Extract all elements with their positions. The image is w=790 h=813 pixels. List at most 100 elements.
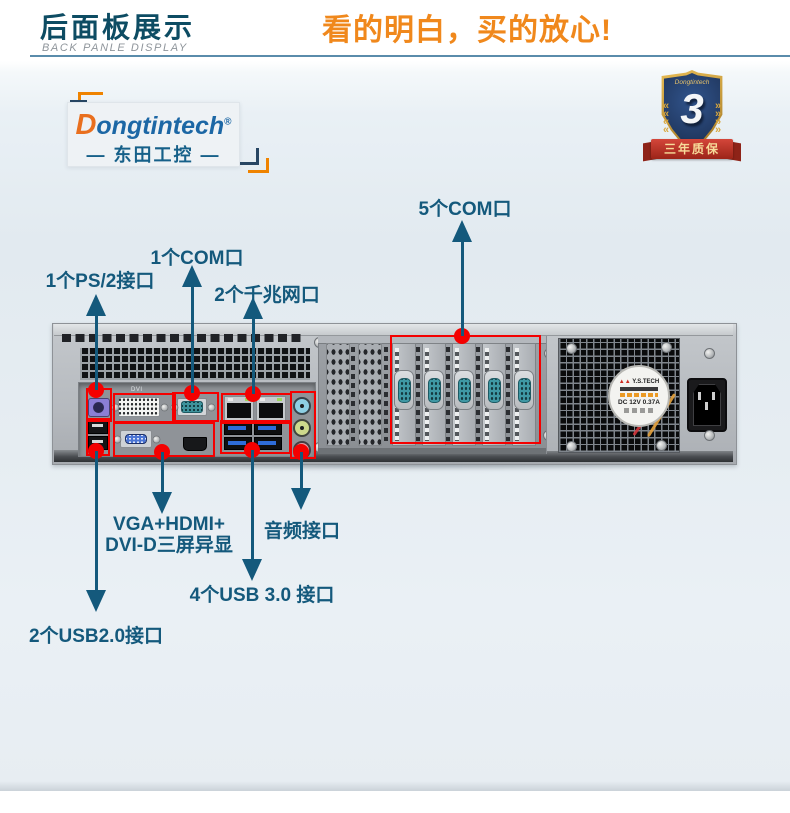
page-subtitle: BACK PANLE DISPLAY xyxy=(42,42,188,54)
section-bottom xyxy=(0,791,790,813)
com-card-port-5 xyxy=(514,370,534,410)
arrow-icon-com1 xyxy=(182,265,202,287)
callout-lan: 2个千兆网口 xyxy=(214,285,320,306)
slot-vent-strip-1 xyxy=(351,347,355,441)
callout-display-line1: VGA+HDMI+ xyxy=(113,514,225,535)
registered-mark: ® xyxy=(224,116,232,128)
badge-ribbon-label: 三年质保 xyxy=(651,139,733,159)
fan-cert-icons xyxy=(624,408,654,413)
slot-vent-strip-4 xyxy=(446,347,450,441)
com-card-port-2 xyxy=(424,370,444,410)
blank-slot-bracket-1 xyxy=(326,343,350,446)
arrow-stem-com1 xyxy=(191,287,194,393)
vga-connector xyxy=(125,434,147,444)
fan-label-bar xyxy=(620,387,658,391)
audio-jack-linein xyxy=(293,397,311,415)
ps2-port xyxy=(88,398,110,417)
fan-logo-icon: ▲▲ xyxy=(618,379,631,385)
highlight-box-dvi xyxy=(113,393,176,423)
callout-ps2: 1个PS/2接口 xyxy=(45,271,155,292)
lan2-jack xyxy=(259,403,283,418)
badge-laurel-left-icon: «««« xyxy=(662,100,670,136)
psu-screw-5 xyxy=(704,348,715,359)
com1-connector xyxy=(181,401,203,413)
anchor-dot-com1 xyxy=(184,385,200,401)
slot-vent-strip-3 xyxy=(416,347,420,441)
com-card-pins-3 xyxy=(458,378,471,403)
brand-initial: D xyxy=(75,109,97,141)
com-card-port-1 xyxy=(394,370,414,410)
callout-audio: 音频接口 xyxy=(263,521,340,542)
power-inlet xyxy=(687,378,727,432)
psu-fan-label: ▲▲ Y.S.TECH DC 12V 0.37A xyxy=(608,365,670,427)
com1-port xyxy=(177,398,207,416)
slogan: 看的明白，买的放心! xyxy=(322,14,612,47)
slot-vent-strip-2 xyxy=(384,347,388,441)
arrow-icon-usb2 xyxy=(86,590,106,612)
header-divider xyxy=(30,55,790,57)
slot-vent-strip-6 xyxy=(506,347,510,441)
io-vent-grid xyxy=(80,348,310,380)
anchor-dot-com5 xyxy=(454,328,470,344)
badge-brand-text: Dongtintech xyxy=(674,79,710,86)
vga-screw-right xyxy=(152,435,161,444)
arrow-stem-lan xyxy=(252,319,255,394)
badge-years-number: 3 xyxy=(680,85,704,132)
com-card-port-3 xyxy=(454,370,474,410)
fan-maker-row: ▲▲ Y.S.TECH xyxy=(619,379,659,385)
dvi-screw-left xyxy=(111,403,120,412)
arrow-icon-usb3 xyxy=(242,559,262,581)
arrow-stem-usb2 xyxy=(95,451,98,590)
psu-screw-6 xyxy=(704,430,715,441)
slot-vent-strip-5 xyxy=(476,347,480,441)
page-title: 后面板展示 xyxy=(40,12,196,43)
com-card-pins-2 xyxy=(428,378,441,403)
callout-com1: 1个COM口 xyxy=(150,248,244,269)
brand-logo: Dongtintech® — 东田工控 — xyxy=(67,102,240,167)
fan-maker-text: Y.S.TECH xyxy=(632,379,660,385)
io-vent-dash-row xyxy=(62,334,304,342)
power-pin-center xyxy=(705,402,708,410)
lan-port-2 xyxy=(256,396,286,421)
lan2-led xyxy=(260,398,265,401)
logo-corner-orange-tl xyxy=(78,92,103,107)
callout-display-line2: DVI-D三屏异显 xyxy=(105,535,233,556)
psu-screw-1 xyxy=(566,343,577,354)
callout-usb2: 2个USB2.0接口 xyxy=(28,626,164,647)
anchor-dot-lan xyxy=(245,386,261,402)
blank-slot-bracket-2 xyxy=(358,343,382,446)
arrow-icon-audio xyxy=(291,488,311,510)
arrow-stem-audio xyxy=(300,452,303,488)
power-inlet-cavity xyxy=(693,384,721,426)
expansion-bottom-rail xyxy=(318,448,546,454)
warranty-badge: Dongtintech 3 «««« »»»» 三年质保 xyxy=(643,70,743,175)
psu-screw-3 xyxy=(566,441,577,452)
brand-rest: ongtintech xyxy=(96,112,225,140)
hdmi-port xyxy=(183,437,207,451)
brand-chinese: — 东田工控 — xyxy=(86,145,221,165)
arrow-stem-display xyxy=(161,452,164,492)
fan-spec-text: DC 12V 0.37A xyxy=(618,399,660,406)
lan1-jack xyxy=(227,403,251,418)
anchor-dot-ps2 xyxy=(88,382,104,398)
power-pin-left xyxy=(698,392,701,400)
section-bottom-shadow xyxy=(0,781,790,791)
logo-corner-orange-br xyxy=(248,158,269,173)
power-pin-right xyxy=(712,392,715,400)
arrow-stem-usb3 xyxy=(251,450,254,559)
callout-com5: 5个COM口 xyxy=(418,199,512,220)
logo-corner-navy-br xyxy=(240,148,259,165)
audio-jack-lineout xyxy=(293,419,311,437)
arrow-icon-display xyxy=(152,492,172,514)
highlight-box-com5 xyxy=(390,335,541,444)
callout-usb3: 4个USB 3.0 接口 xyxy=(189,585,335,606)
callout-display: VGA+HDMI+ DVI-D三屏异显 xyxy=(69,514,269,556)
arrow-icon-ps2 xyxy=(86,294,106,316)
fan-label-stripe xyxy=(620,393,658,397)
com-card-pins-5 xyxy=(518,378,531,403)
brand-wordmark: Dongtintech® xyxy=(68,109,239,142)
arrow-icon-lan xyxy=(243,297,263,319)
dvi-screw-right xyxy=(160,403,169,412)
psu-screw-4 xyxy=(656,440,667,451)
